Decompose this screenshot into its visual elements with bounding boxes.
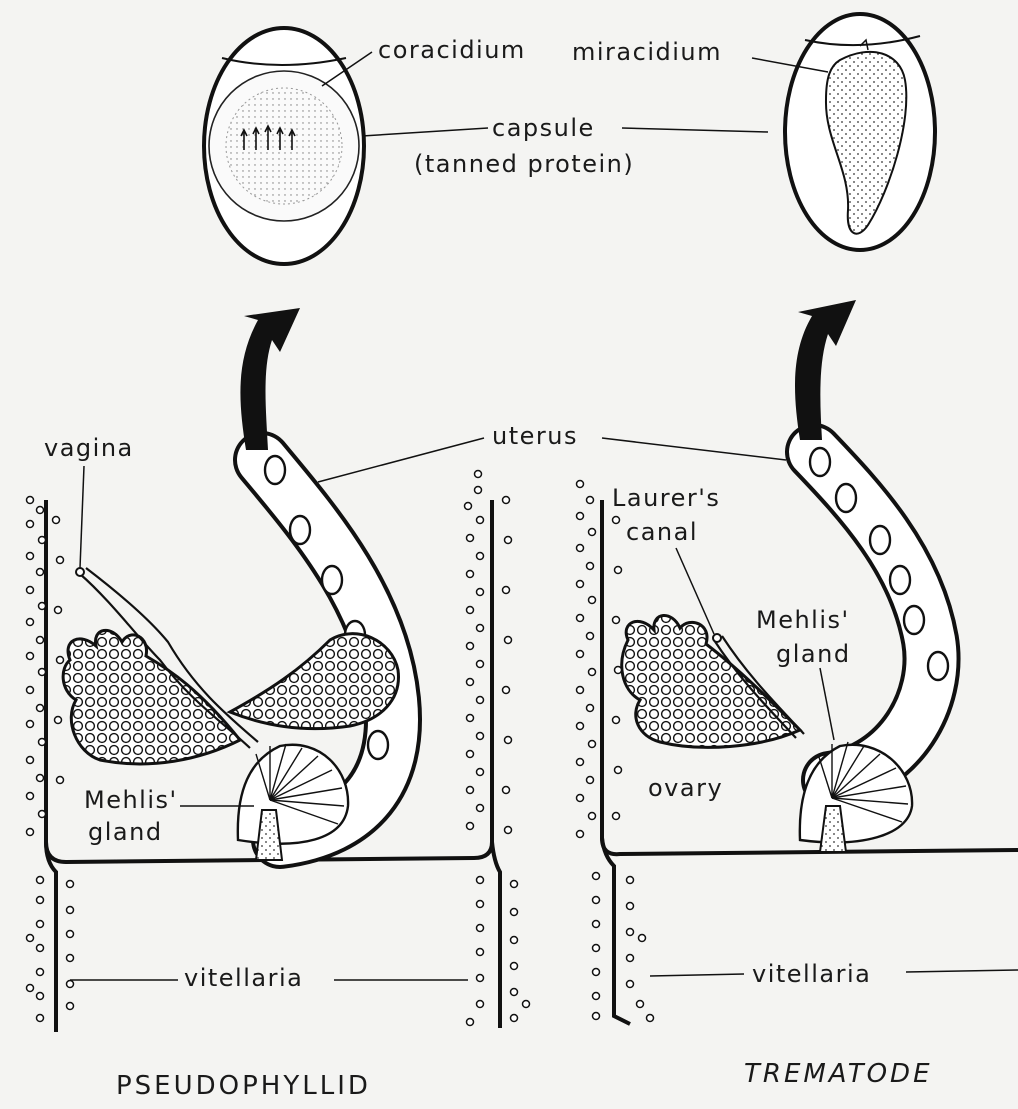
- uterus-arrow-trematode-icon: [795, 300, 856, 440]
- label-mehlis-right-2: gland: [776, 640, 851, 668]
- label-ovary: ovary: [648, 774, 723, 802]
- label-uterus: uterus: [492, 422, 578, 450]
- label-tanned-protein: (tanned protein): [414, 150, 634, 178]
- label-vitellaria-right: vitellaria: [752, 960, 871, 988]
- label-canal: canal: [626, 518, 698, 546]
- uterus-arrow-icon: [240, 308, 300, 450]
- label-mehlis-left-2: gland: [88, 818, 163, 846]
- label-miracidium: miracidium: [572, 38, 722, 66]
- label-capsule: capsule: [492, 114, 595, 142]
- pseudophyllid-egg: [204, 28, 364, 264]
- label-mehlis-left-1: Mehlis': [84, 786, 178, 814]
- label-vagina: vagina: [44, 434, 134, 462]
- label-laurers: Laurer's: [612, 484, 720, 512]
- label-coracidium: coracidium: [378, 36, 526, 64]
- label-mehlis-right-1: Mehlis': [756, 606, 850, 634]
- vitellaria-follicles-left: [27, 497, 74, 1022]
- caption-trematode: TREMATODE: [744, 1059, 933, 1089]
- label-vitellaria-left: vitellaria: [184, 964, 303, 992]
- pseudophyllid-system: [27, 308, 530, 1032]
- caption-pseudophyllid: PSEUDOPHYLLID: [116, 1071, 371, 1101]
- trematode-egg: [785, 14, 935, 250]
- vitellaria-follicles-center: [465, 471, 530, 1026]
